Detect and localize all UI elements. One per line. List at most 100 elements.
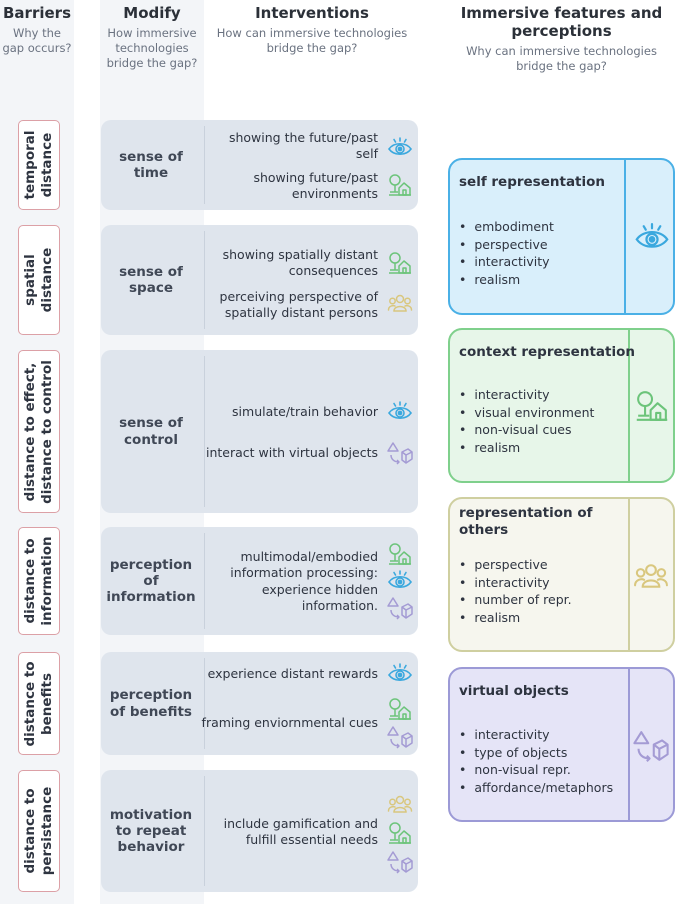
modify-label: sense of space [119,263,183,296]
features-header-sub: Why can immersive technologies bridge th… [466,44,657,73]
modify-header: Modify How immersive technologies bridge… [100,4,204,71]
feature-list: perspective interactivity number of repr… [459,556,572,627]
intervention-text: showing the future/past self [228,130,378,162]
intervention-text: showing future/past environments [253,170,378,202]
intervention-text: simulate/train behavior [232,404,378,419]
modify-header-sub: How immersive technologies bridge the ga… [106,26,198,70]
environment-icon [388,698,412,720]
barrier-label: distance to benefits [22,660,55,747]
feature-item: perspective [459,236,554,254]
objects-icon [387,442,413,465]
modify-label: sense of time [119,148,183,181]
feature-item: realism [459,271,554,289]
feature-item: realism [459,439,594,457]
feature-separator [628,669,630,820]
barrier-label: temporal distance [22,130,55,200]
barrier-label: spatial distance [22,247,55,313]
modify-row-persistance: motivation to repeat behavior include ga… [101,770,418,892]
feature-separator [628,499,630,650]
feature-self-representation: self representation embodiment perspecti… [448,158,675,315]
barrier-label: distance to information [22,536,55,626]
feature-item: number of repr. [459,591,571,609]
feature-item: perspective [459,556,572,574]
interventions-header-sub: How can immersive technologies bridge th… [216,26,408,55]
feature-item: visual environment [459,404,594,422]
barrier-spatial-distance: spatial distance [18,225,60,335]
feature-title: virtual objects [459,683,569,699]
features-header-title: Immersive features and perceptions [460,4,663,40]
eye-icon [388,663,412,682]
row-divider [204,658,205,749]
eye-icon [635,223,669,248]
barriers-header: Barriers Why the gap occurs? [0,4,74,56]
feature-separator [628,330,630,481]
objects-icon [387,726,413,749]
feature-item: realism [459,609,572,627]
modify-row-space: sense of space showing spatially distant… [101,225,418,335]
feature-item: interactivity [459,253,554,271]
feature-list: interactivity visual environment non-vis… [459,386,594,456]
feature-list: embodiment perspective interactivity rea… [459,218,554,288]
environment-icon [388,174,412,196]
feature-title: representation of others [459,505,593,538]
intervention-text: multimodal/embodied information processi… [230,549,378,613]
modify-label: motivation to repeat behavior [109,806,193,856]
barriers-header-sub: Why the gap occurs? [2,26,72,55]
people-icon [387,294,413,312]
row-divider [204,533,205,629]
intervention-text: interact with virtual objects [206,445,378,460]
people-icon [634,564,668,588]
feature-representation-of-others: representation of others perspective int… [448,497,675,652]
feature-item: affordance/metaphors [459,779,613,797]
interventions-header-title: Interventions [255,4,369,22]
eye-icon [388,401,412,420]
barrier-temporal-distance: temporal distance [18,120,60,210]
intervention-text: showing spatially distant consequences [222,247,378,279]
feature-separator [624,160,626,313]
feature-item: interactivity [459,386,594,404]
eye-icon [388,570,412,589]
intervention-text: experience distant rewards [207,666,378,681]
row-divider [204,231,205,329]
environment-icon [635,391,669,421]
barrier-distance-to-benefits: distance to benefits [18,652,60,755]
feature-item: interactivity [459,574,572,592]
row-divider [204,126,205,204]
feature-item: type of objects [459,744,613,762]
feature-context-representation: context representation interactivity vis… [448,328,675,483]
barrier-label: distance to persistance [22,786,55,876]
modify-label: sense of control [119,415,183,448]
intervention-text: framing enviornmental cues [201,715,378,730]
intervention-text: include gamification and fulfill essenti… [223,816,378,848]
barrier-distance-to-information: distance to information [18,527,60,635]
barrier-distance-to-effect: distance to effect, distance to control [18,350,60,513]
feature-item: non-visual repr. [459,761,613,779]
environment-icon [388,822,412,844]
feature-item: non-visual cues [459,421,594,439]
modify-header-title: Modify [123,4,181,22]
objects-icon [387,597,413,620]
objects-icon [387,851,413,874]
row-divider [204,356,205,507]
feature-title: context representation [459,344,635,360]
modify-row-control: sense of control simulate/train behavior… [101,350,418,513]
feature-item: embodiment [459,218,554,236]
features-header: Immersive features and perceptions Why c… [438,4,685,74]
row-divider [204,776,205,886]
feature-virtual-objects: virtual objects interactivity type of ob… [448,667,675,822]
modify-row-benefits: perception of benefits experience distan… [101,652,418,755]
eye-icon [388,137,412,156]
interventions-header: Interventions How can immersive technolo… [212,4,412,56]
environment-icon [388,252,412,274]
barriers-header-title: Barriers [3,4,71,22]
modify-row-information: perception of information multimodal/emb… [101,527,418,635]
feature-item: interactivity [459,726,613,744]
barrier-label: distance to effect, distance to control [22,359,55,504]
intervention-text: perceiving perspective of spatially dist… [219,289,378,321]
feature-title: self representation [459,174,606,190]
people-icon [387,795,413,813]
modify-label: perception of benefits [109,687,193,720]
objects-icon [633,731,669,763]
modify-row-time: sense of time showing the future/past se… [101,120,418,210]
modify-label: perception of information [106,556,196,606]
